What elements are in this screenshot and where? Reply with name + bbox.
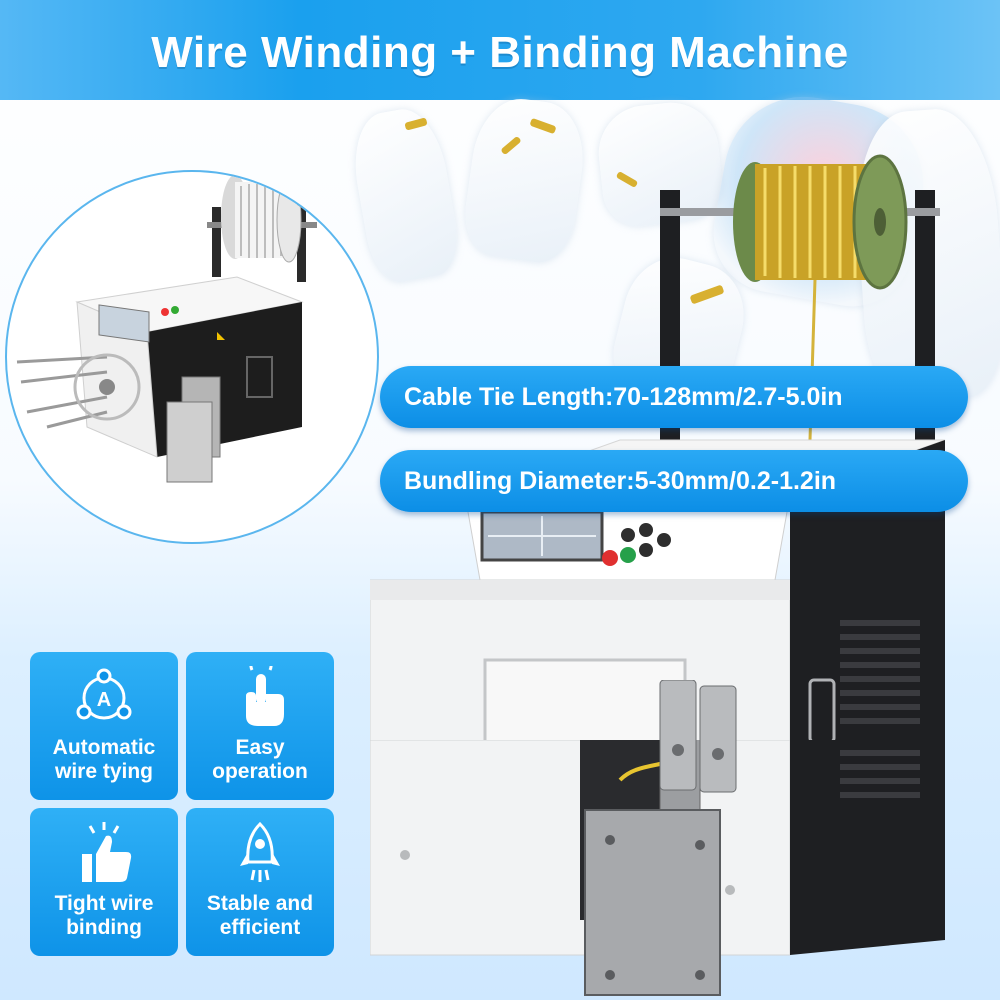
thumbs-up-icon (82, 822, 132, 882)
svg-text:A: A (97, 689, 111, 711)
small-machine-illustration (16, 175, 317, 483)
page-title: Wire Winding + Binding Machine (151, 28, 849, 77)
feature-tight-wire-binding: Tight wire binding (30, 808, 178, 956)
feature-label-line2: binding (66, 916, 142, 939)
feature-label-line1: Stable and (206, 892, 314, 915)
feature-automatic-wire-tying: A Automatic wire tying (30, 652, 178, 800)
spec-pill-cable-tie-length: Cable Tie Length:70-128mm/2.7-5.0in (380, 366, 968, 428)
feature-easy-operation: Easy operation (186, 652, 334, 800)
feature-label-line1: Automatic (52, 736, 156, 759)
network-a-icon: A (76, 668, 132, 720)
feature-label-line1: Easy (235, 736, 285, 759)
rocket-icon (240, 822, 280, 882)
feature-label-line2: operation (212, 760, 308, 783)
spec-pill-bundling-diameter: Bundling Diameter:5-30mm/0.2-1.2in (380, 450, 968, 512)
spec-text: Cable Tie Length:70-128mm/2.7-5.0in (404, 383, 843, 411)
feature-label-line2: wire tying (54, 760, 154, 783)
machine-inset-circle (5, 170, 379, 544)
machine-jaw-arms (659, 680, 737, 793)
feature-stable-and-efficient: Stable and efficient (186, 808, 334, 956)
title-bar: Wire Winding + Binding Machine (0, 0, 1000, 100)
touch-hand-icon (246, 666, 284, 726)
feature-label-line1: Tight wire (54, 892, 154, 915)
feature-label-line2: efficient (219, 916, 301, 939)
spec-text: Bundling Diameter:5-30mm/0.2-1.2in (404, 467, 837, 495)
